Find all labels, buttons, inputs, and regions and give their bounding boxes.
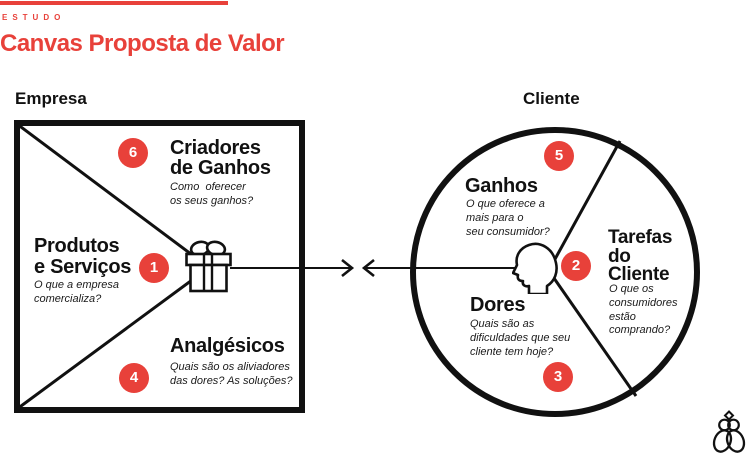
number-badge-6: 6	[118, 138, 148, 168]
dores-subtitle: Quais são as dificuldades que seu client…	[470, 318, 571, 358]
number-badge-2: 2	[561, 251, 591, 281]
kicker-label: ESTUDO	[2, 13, 66, 22]
produtos-heading: Produtos e Serviços	[34, 235, 132, 278]
number-badge-1: 1	[139, 253, 169, 283]
head-profile-icon	[512, 242, 558, 294]
bee-logo-icon	[712, 410, 746, 453]
number-badge-5: 5	[544, 141, 574, 171]
ganhos-subtitle: O que oferece a mais para o seu consumid…	[466, 198, 550, 238]
cliente-circle	[410, 127, 700, 417]
produtos-subtitle: O que a empresa comercializa?	[34, 279, 119, 305]
analgesicos-subtitle: Quais são os aliviadores das dores? As s…	[170, 361, 293, 387]
gift-icon	[185, 240, 232, 293]
number-badge-3: 3	[543, 362, 573, 392]
dores-heading: Dores	[470, 294, 526, 316]
page-title: Canvas Proposta de Valor	[0, 30, 285, 57]
cliente-zone-label: Cliente	[523, 89, 580, 108]
analgesicos-heading: Analgésicos	[170, 335, 285, 357]
empresa-zone-label: Empresa	[15, 89, 87, 108]
tarefas-subtitle: O que os consumidores estão comprando?	[609, 283, 678, 337]
tarefas-heading: Tarefas do Cliente	[608, 227, 673, 285]
criadores-heading: Criadores de Ganhos	[170, 137, 271, 179]
criadores-subtitle: Como oferecer os seus ganhos?	[170, 181, 254, 207]
top-accent-bar	[0, 1, 228, 5]
number-badge-4: 4	[119, 363, 149, 393]
ganhos-heading: Ganhos	[465, 175, 538, 197]
